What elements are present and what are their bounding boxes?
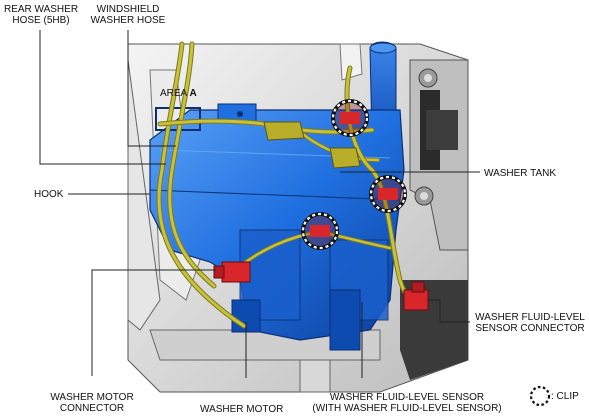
windshield-washer-hose-label: WINDSHIELD WASHER HOSE — [88, 4, 168, 26]
area-a-label: AREA A — [160, 88, 197, 99]
rear-washer-hose-label-line2: HOSE (5HB) — [12, 15, 70, 26]
windshield-washer-hose-label-line1: WINDSHIELD — [96, 4, 160, 15]
hook-label: HOOK — [34, 189, 64, 200]
washer-motor-connector-shape — [213, 261, 251, 283]
washer-tank-label: WASHER TANK — [484, 168, 557, 179]
rear-washer-hose-label-line1: REAR WASHER — [3, 4, 79, 15]
washer-motor-connector-label: WASHER MOTOR CONNECTOR — [46, 392, 138, 414]
washer-motor-label: WASHER MOTOR — [200, 404, 284, 415]
windshield-washer-hose-label-line2: WASHER HOSE — [90, 15, 166, 26]
clip-2 — [369, 175, 407, 213]
clip-legend-icon — [529, 385, 551, 407]
clip-1 — [331, 99, 369, 137]
clip-3 — [301, 212, 339, 250]
washer-motor-connector-label-line1: WASHER MOTOR — [50, 392, 134, 403]
washer-fluid-level-sensor-label: WASHER FLUID-LEVEL SENSOR (WITH WASHER F… — [302, 392, 512, 414]
washer-fluid-level-sensor-connector-label: WASHER FLUID-LEVEL SENSOR CONNECTOR — [472, 312, 588, 334]
fluid-level-sensor-connector-shape — [403, 281, 429, 311]
clip-legend-label: : CLIP — [551, 391, 579, 402]
area-a-prefix: AREA — [160, 88, 187, 99]
clip-markers — [301, 99, 407, 250]
hose-joint — [263, 121, 361, 169]
wfls-label-line2: (WITH WASHER FLUID-LEVEL SENSOR) — [312, 403, 502, 414]
wfls-label-line1: WASHER FLUID-LEVEL SENSOR — [329, 392, 485, 403]
rear-washer-hose-label: REAR WASHER HOSE (5HB) — [0, 4, 82, 26]
leader-lines — [39, 30, 480, 378]
wfls-connector-label-line2: SENSOR CONNECTOR — [475, 323, 585, 334]
wfls-connector-label-line1: WASHER FLUID-LEVEL — [475, 312, 585, 323]
washer-motor-connector-label-line2: CONNECTOR — [59, 403, 125, 414]
area-a-letter: A — [189, 88, 197, 99]
